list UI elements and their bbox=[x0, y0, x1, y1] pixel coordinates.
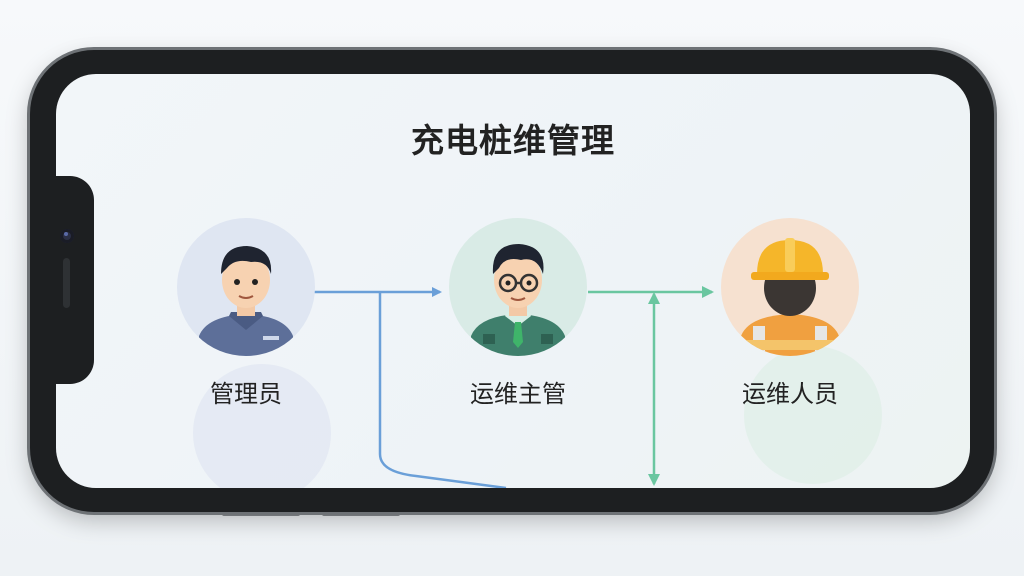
role-worker[interactable]: 运维人员 bbox=[710, 218, 870, 409]
volume-button bbox=[262, 47, 358, 52]
worker-avatar-icon bbox=[721, 218, 859, 356]
speaker-icon bbox=[63, 258, 70, 308]
role-label: 运维主管 bbox=[470, 380, 566, 408]
admin-return-line bbox=[378, 292, 507, 488]
page-title: 充电桩维管理 bbox=[411, 121, 615, 160]
role-admin[interactable]: 管理员 bbox=[166, 218, 326, 409]
admin-avatar-icon bbox=[177, 218, 315, 356]
phone-screen: 充电桩维管理 bbox=[56, 74, 970, 488]
decorative-circle bbox=[744, 346, 882, 484]
role-label: 管理员 bbox=[210, 380, 282, 408]
camera-icon bbox=[60, 229, 74, 243]
side-button bbox=[222, 511, 300, 516]
camera-notch bbox=[52, 176, 94, 384]
decorative-circle bbox=[193, 364, 331, 488]
flow-arrows bbox=[314, 286, 714, 488]
supervisor-avatar-icon bbox=[449, 218, 587, 356]
role-label: 运维人员 bbox=[742, 380, 838, 408]
role-supervisor[interactable]: 运维主管 bbox=[438, 218, 598, 409]
side-button bbox=[322, 511, 400, 516]
